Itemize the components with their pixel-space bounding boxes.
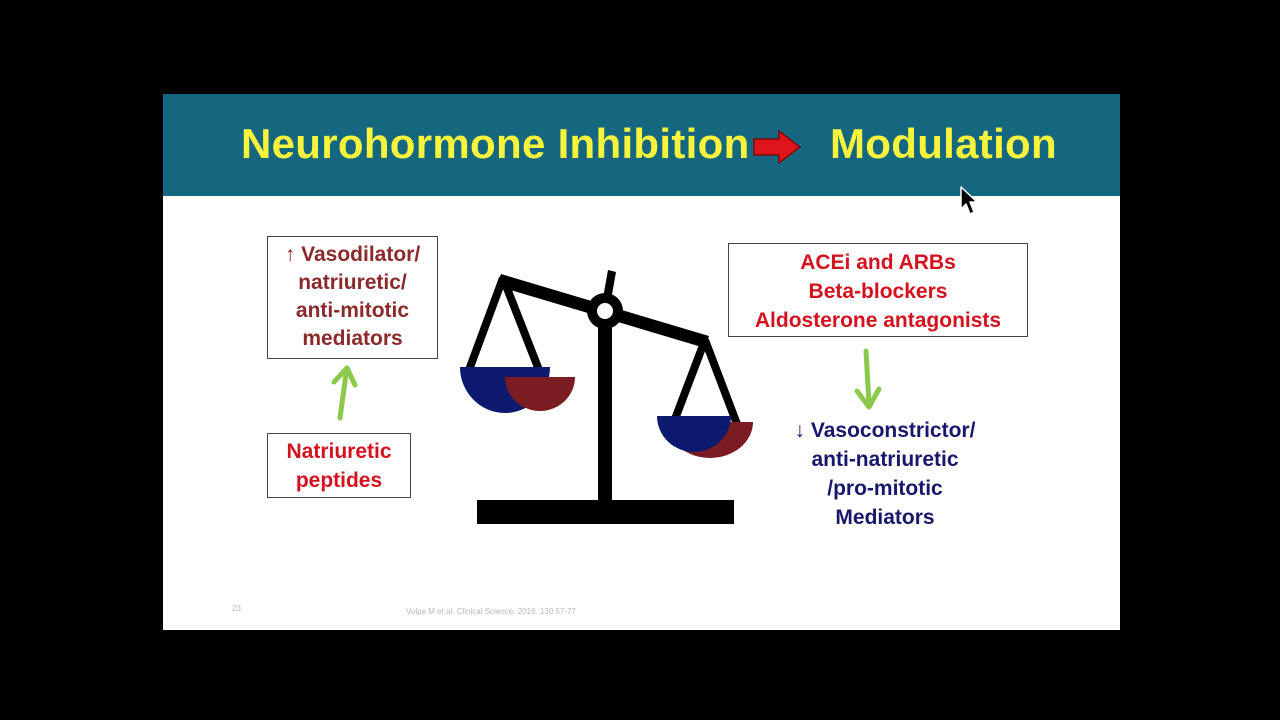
green-down-arrow-icon: [854, 348, 882, 410]
slide-number: 23: [232, 604, 241, 613]
green-up-arrow-icon: [331, 365, 358, 421]
vasodilator-mediators-box: ↑ Vasodilator/ natriuretic/ anti-mitotic…: [267, 236, 438, 359]
mouse-cursor-icon: [960, 186, 978, 215]
vasodilator-line-1: ↑ Vasodilator/: [284, 243, 421, 266]
vasocon-line-2: anti-natriuretic: [811, 448, 959, 471]
vasodilator-line-3: anti-mitotic: [295, 299, 410, 322]
vasocon-line-4: Mediators: [835, 506, 935, 529]
drugs-line-3: Aldosterone antagonists: [754, 309, 1002, 332]
natriuretic-line-2: peptides: [295, 469, 383, 492]
vasocon-line-3: /pro-mitotic: [827, 477, 943, 500]
vasocon-line-1: ↓ Vasoconstrictor/: [794, 419, 976, 442]
balance-scale-icon: [460, 270, 753, 524]
vasodilator-line-2: natriuretic/: [298, 271, 407, 294]
vasoconstrictor-mediators-text: ↓ Vasoconstrictor/ anti-natriuretic /pro…: [775, 416, 995, 532]
title-left: Neurohormone Inhibition: [241, 120, 750, 167]
citation: Volpe M et al. Clinical Science. 2016. 1…: [406, 607, 576, 616]
natriuretic-peptides-box: Natriuretic peptides: [267, 433, 411, 498]
drug-classes-box: ACEi and ARBs Beta-blockers Aldosterone …: [728, 243, 1028, 337]
drugs-line-2: Beta-blockers: [808, 280, 948, 303]
title-right: Modulation: [830, 120, 1057, 167]
slide: Neurohormone Inhibition Modulation ↑ Vas…: [163, 94, 1120, 630]
slide-header: Neurohormone Inhibition Modulation: [163, 94, 1120, 196]
drugs-line-1: ACEi and ARBs: [800, 251, 956, 274]
right-arrow-icon: [753, 130, 801, 164]
natriuretic-line-1: Natriuretic: [286, 440, 392, 463]
vasodilator-line-4: mediators: [302, 327, 403, 350]
